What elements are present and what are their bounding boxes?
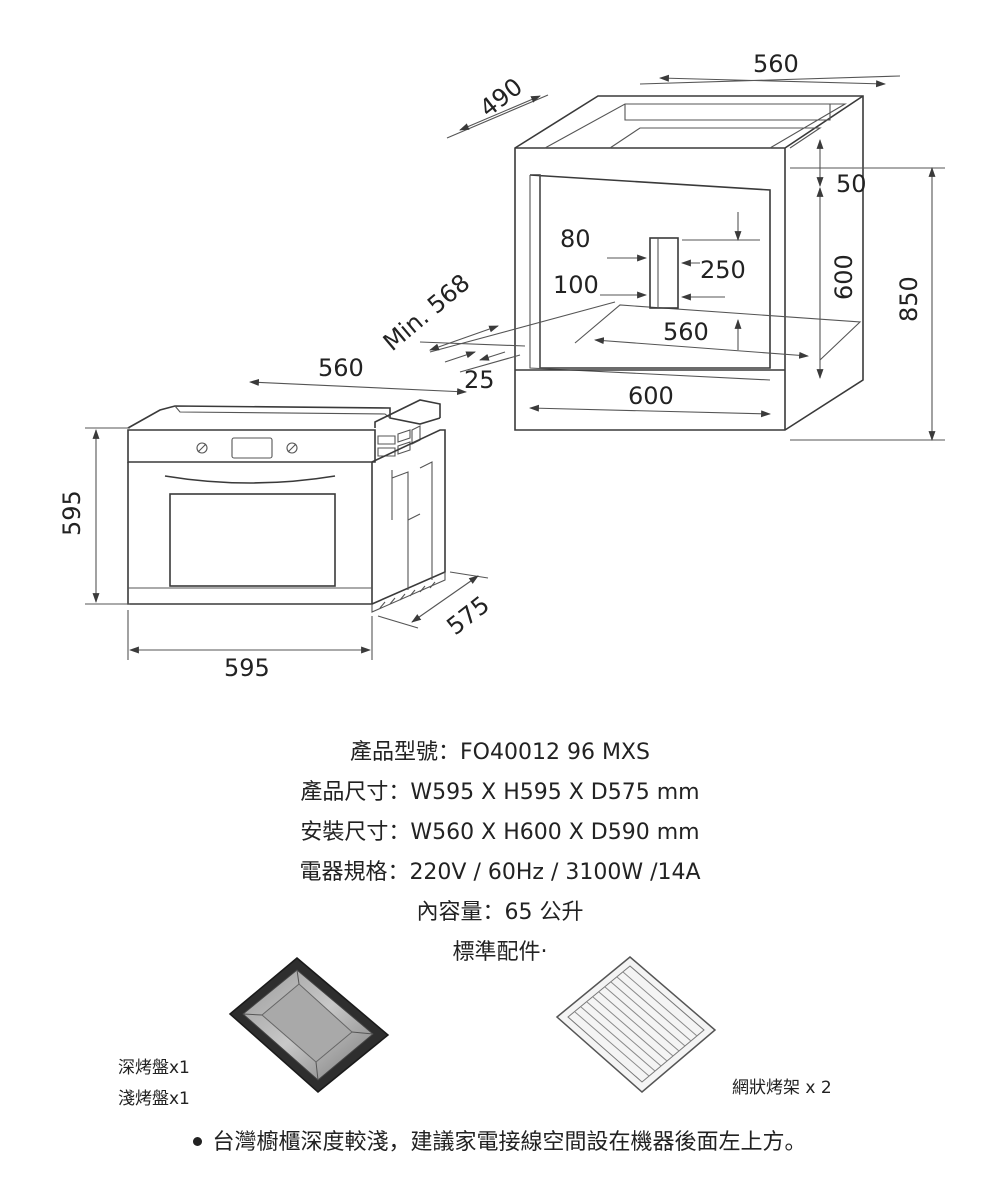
wire-rack-bars [574, 971, 698, 1077]
oven-door [127, 462, 373, 605]
deep-tray-label: 深烤盤x1 [118, 1058, 190, 1078]
vent-250-label: 250 [700, 256, 746, 284]
wire-rack-label: 網狀烤架 x 2 [732, 1078, 832, 1098]
shelf-width-label: 560 [663, 318, 709, 346]
cabinet-shelf [574, 304, 862, 361]
oven-display [231, 437, 273, 459]
deep-tray-illustration [228, 957, 390, 1093]
oven-side-vents [377, 425, 421, 457]
oven-width-label: 595 [224, 654, 270, 682]
installation-note-text: 台灣櫥櫃深度較淺，建議家電接線空間設在機器後面左上方。 [212, 1130, 807, 1155]
total-height-label: 850 [895, 276, 923, 322]
cabinet-depth-label: 490 [474, 72, 527, 122]
spec-electrical: 電器規格：220V / 60Hz / 3100W /14A [299, 860, 701, 885]
cabinet-top-width-label: 560 [753, 50, 799, 78]
shallow-tray-label: 淺烤盤x1 [118, 1089, 190, 1109]
front-gap-label: 25 [464, 366, 495, 394]
oven-dimensions: 560 595 595 575 [58, 354, 495, 682]
oven-control-panel [127, 429, 376, 463]
oven-drawing [127, 399, 446, 613]
oven-top-width-label: 560 [318, 354, 364, 382]
vent-80-label: 80 [560, 225, 591, 253]
cabinet-drawing [514, 95, 864, 431]
spec-accessories-heading: 標準配件‧ [452, 940, 548, 965]
oven-window [169, 493, 336, 587]
spec-list: 產品型號：FO40012 96 MXS 產品尺寸：W595 X H595 X D… [0, 733, 1000, 973]
oven-depth-label: 575 [441, 590, 494, 640]
oven-top-cover [374, 399, 441, 428]
left-knob-icon [196, 442, 208, 454]
oven-handle [164, 475, 336, 484]
top-gap-label: 50 [836, 170, 867, 198]
right-knob-icon [286, 442, 298, 454]
oven-top-surface [127, 405, 441, 429]
spec-install-size: 安裝尺寸：W560 X H600 X D590 mm [300, 820, 700, 845]
cabinet-top-opening [544, 103, 848, 149]
cabinet-vent-slot [649, 237, 679, 309]
bullet-icon [193, 1136, 203, 1146]
cabinet-outline [514, 95, 864, 431]
cabinet-front-frame [515, 95, 864, 430]
vent-100-label: 100 [553, 271, 599, 299]
installation-note: 台灣櫥櫃深度較淺，建議家電接線空間設在機器後面左上方。 [0, 1124, 1000, 1156]
cabinet-niche [529, 174, 771, 369]
spec-model: 產品型號：FO40012 96 MXS [350, 740, 650, 765]
spec-product-size: 產品尺寸：W595 X H595 X D575 mm [300, 780, 700, 805]
cabinet-bottom-width-label: 600 [628, 382, 674, 410]
wire-rack-illustration [555, 956, 717, 1093]
inner-height-label: 600 [830, 254, 858, 300]
oven-height-label: 595 [58, 490, 86, 536]
spec-capacity: 內容量：65 公升 [416, 900, 584, 925]
